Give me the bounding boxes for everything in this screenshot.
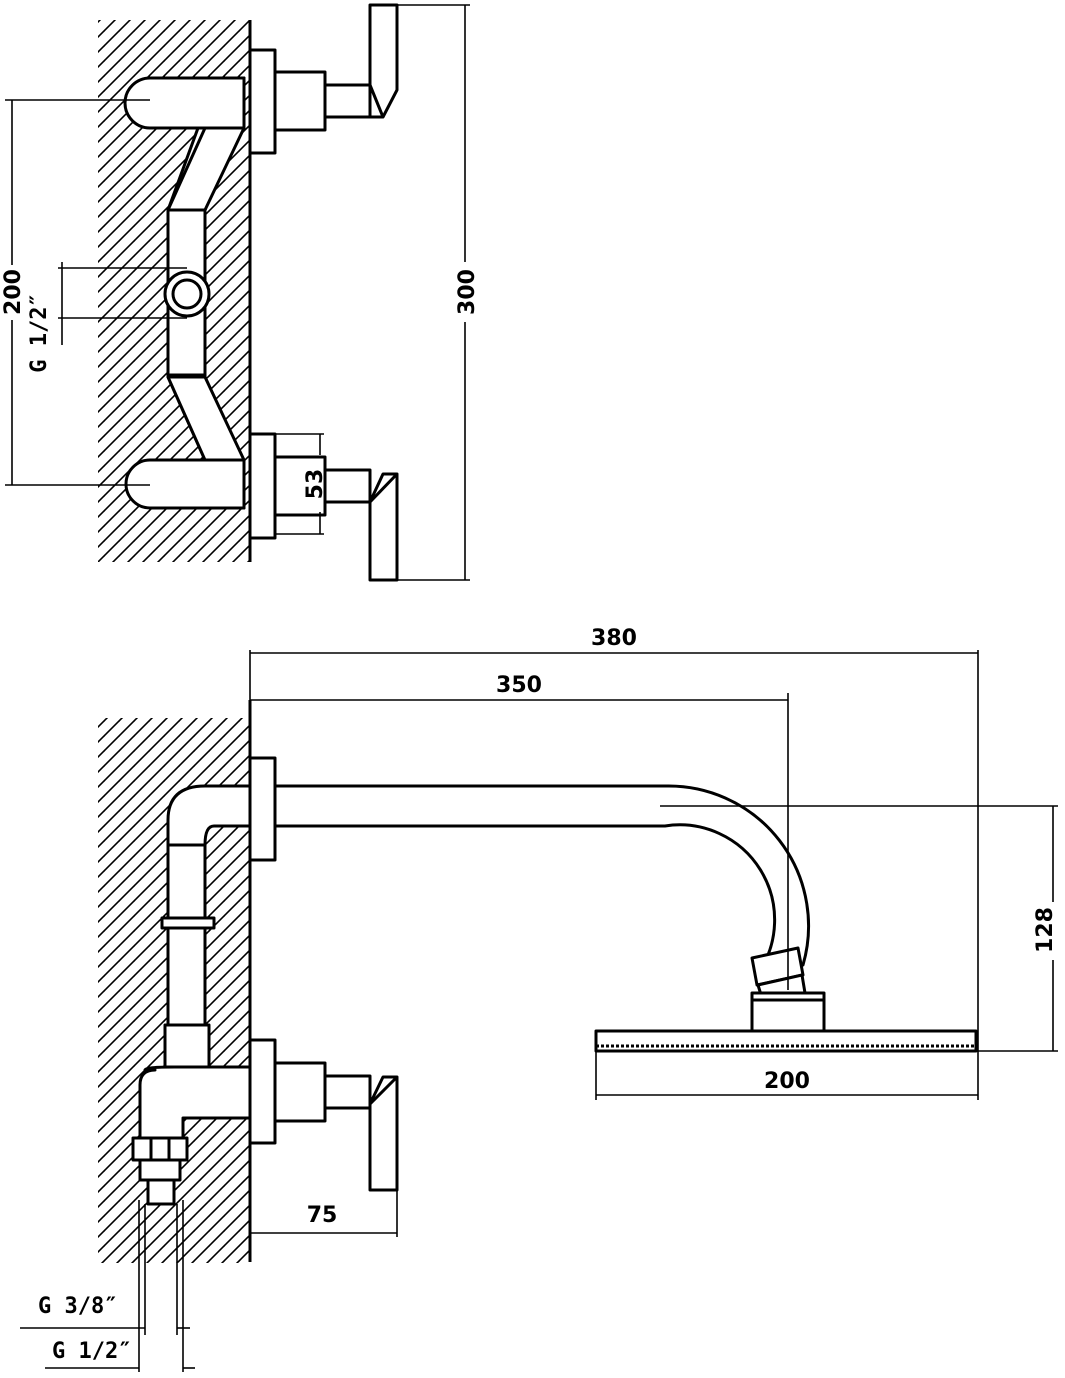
- valve-flange-side: [248, 1038, 277, 1145]
- upper-flange: [248, 48, 277, 155]
- dim-200-front-label: 200: [1, 269, 26, 315]
- thread-g12-front-label: G 1/2″: [27, 293, 52, 372]
- arm-flange: [248, 756, 277, 862]
- thread-g38-label: G 3/8″: [38, 1294, 117, 1319]
- side-view: 380 350 128 200 75 G 3/8″ G 1/2″: [20, 626, 1058, 1372]
- dim-128-label: 128: [1033, 907, 1058, 953]
- front-view: 300 200 G 1/2″ 53: [1, 3, 480, 582]
- dim-75-label: 75: [307, 1203, 338, 1228]
- dim-200-head-label: 200: [764, 1069, 810, 1094]
- shower-arm: [273, 784, 811, 977]
- dim-300-label: 300: [455, 269, 480, 315]
- hex-nut: [131, 1136, 189, 1162]
- dim-53-label: 53: [303, 469, 328, 500]
- dim-380-label: 380: [591, 626, 637, 651]
- lower-handle: [368, 472, 399, 582]
- valve-handle-side: [368, 1075, 399, 1192]
- upper-handle: [368, 3, 399, 119]
- thread-g12-side-label: G 1/2″: [52, 1339, 131, 1364]
- lower-flange: [248, 432, 277, 540]
- dim-350-label: 350: [496, 673, 542, 698]
- shower-head: [594, 1029, 978, 1053]
